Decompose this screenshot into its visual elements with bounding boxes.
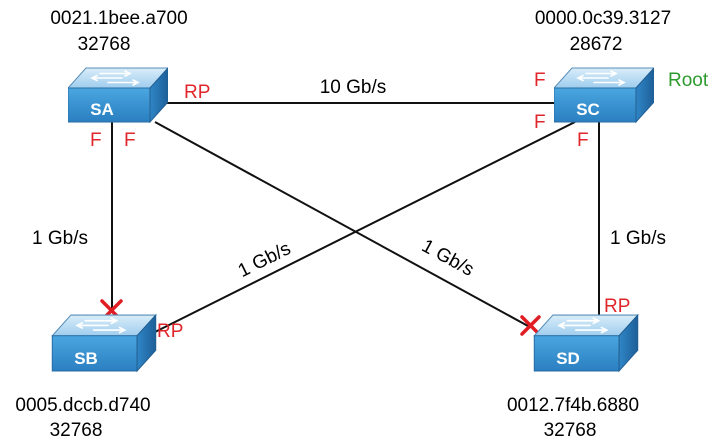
link-sa-sd-speed: 1 Gb/s [418, 236, 477, 281]
sb-rp-label: RP [157, 321, 183, 342]
switch-sb-icon [51, 314, 157, 372]
switch-sc-icon [554, 67, 654, 123]
sa-f-right-label: F [124, 130, 136, 151]
sd-mac-label: 0012.7f4b.6880 [507, 395, 639, 416]
switch-sc-name: SC [576, 100, 600, 119]
switch-sd-icon [533, 314, 639, 372]
sc-f-left-label: F [534, 70, 546, 91]
switch-sd: SD [533, 314, 639, 372]
sb-mac-label: 0005.dccb.d740 [15, 395, 150, 416]
sc-f-bottom-label: F [577, 130, 589, 151]
sc-root-label: Root [668, 70, 709, 91]
switch-sc: SC [554, 67, 654, 123]
sc-f-lower-label: F [534, 112, 546, 133]
link-sa-sc-speed: 10 Gb/s [320, 77, 387, 98]
switch-sb-name: SB [74, 349, 98, 368]
switch-sb: SB [51, 314, 157, 372]
sa-rp-label: RP [184, 82, 210, 103]
switch-sd-name: SD [556, 349, 580, 368]
link-sc-sd-speed: 1 Gb/s [610, 228, 666, 249]
sa-mac-label: 0021.1bee.a700 [50, 8, 187, 29]
sc-priority-label: 28672 [570, 34, 623, 55]
link-sa-sb-speed: 1 Gb/s [32, 228, 88, 249]
sc-mac-label: 0000.0c39.3127 [535, 8, 671, 29]
sd-priority-label: 32768 [544, 420, 597, 441]
link-sb-sc [154, 121, 576, 333]
switch-sa-icon [68, 67, 168, 123]
switch-sa-name: SA [90, 100, 114, 119]
sa-f-left-label: F [90, 130, 102, 151]
switch-sa: SA [68, 67, 168, 123]
link-sb-sc-speed: 1 Gb/s [235, 238, 294, 282]
sd-blocked-x-mark-icon [520, 315, 541, 336]
sd-rp-label: RP [604, 296, 630, 317]
link-sa-sd [154, 121, 529, 327]
sa-priority-label: 32768 [78, 34, 131, 55]
sb-priority-label: 32768 [50, 420, 103, 441]
